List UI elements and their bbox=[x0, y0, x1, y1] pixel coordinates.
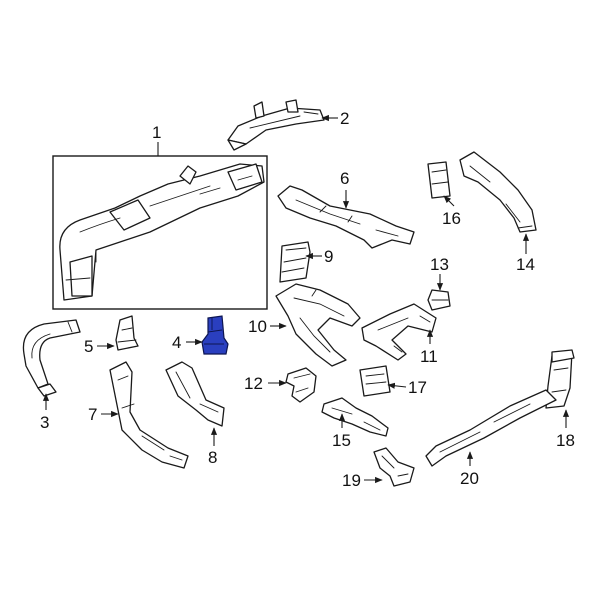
callout-1: 1 bbox=[152, 123, 161, 142]
part-19-bracket[interactable] bbox=[373, 447, 415, 487]
part-20-long-duct[interactable] bbox=[425, 389, 557, 467]
callout-4: 4 bbox=[172, 333, 181, 352]
callout-18: 18 bbox=[556, 431, 575, 450]
part-14-upper-right-duct[interactable] bbox=[459, 151, 537, 233]
callout-15: 15 bbox=[332, 431, 351, 450]
part-1-group-frame bbox=[52, 155, 268, 310]
callout-8: 8 bbox=[208, 448, 217, 467]
part-6-long-duct[interactable] bbox=[277, 185, 415, 249]
part-15-lower-duct[interactable] bbox=[321, 397, 389, 437]
callout-9: 9 bbox=[324, 247, 333, 266]
callout-20: 20 bbox=[460, 469, 479, 488]
part-7-vertical-duct[interactable] bbox=[109, 361, 189, 469]
callout-2: 2 bbox=[340, 109, 349, 128]
callout-19: 19 bbox=[342, 471, 361, 490]
callout-14: 14 bbox=[516, 255, 535, 274]
part-18-vertical-duct[interactable] bbox=[545, 349, 575, 409]
callout-6: 6 bbox=[340, 169, 349, 188]
callout-11: 11 bbox=[420, 347, 438, 366]
part-1-main-duct[interactable] bbox=[59, 163, 265, 301]
part-8-angled-duct[interactable] bbox=[165, 361, 225, 427]
callout-7: 7 bbox=[88, 405, 97, 424]
callout-13: 13 bbox=[430, 255, 449, 274]
callout-3: 3 bbox=[40, 413, 49, 432]
callout-12: 12 bbox=[244, 374, 263, 393]
callout-10: 10 bbox=[248, 317, 267, 336]
part-12-clip[interactable] bbox=[285, 367, 317, 403]
part-17-actuator[interactable] bbox=[359, 365, 391, 397]
part-10-center-duct[interactable] bbox=[275, 283, 361, 367]
part-13-block[interactable] bbox=[427, 289, 451, 311]
part-4-bracket-highlighted[interactable] bbox=[201, 315, 229, 355]
part-2-upper-duct[interactable] bbox=[227, 99, 325, 151]
part-3-curved-duct[interactable] bbox=[22, 319, 81, 397]
callout-17: 17 bbox=[408, 378, 427, 397]
leader-lines bbox=[42, 114, 570, 484]
callout-5: 5 bbox=[84, 337, 93, 356]
part-11-angled-duct[interactable] bbox=[361, 303, 437, 361]
part-16-filter[interactable] bbox=[427, 161, 451, 199]
part-5-vent[interactable] bbox=[115, 315, 139, 351]
part-9-vent[interactable] bbox=[279, 241, 311, 283]
callout-16: 16 bbox=[442, 209, 461, 228]
